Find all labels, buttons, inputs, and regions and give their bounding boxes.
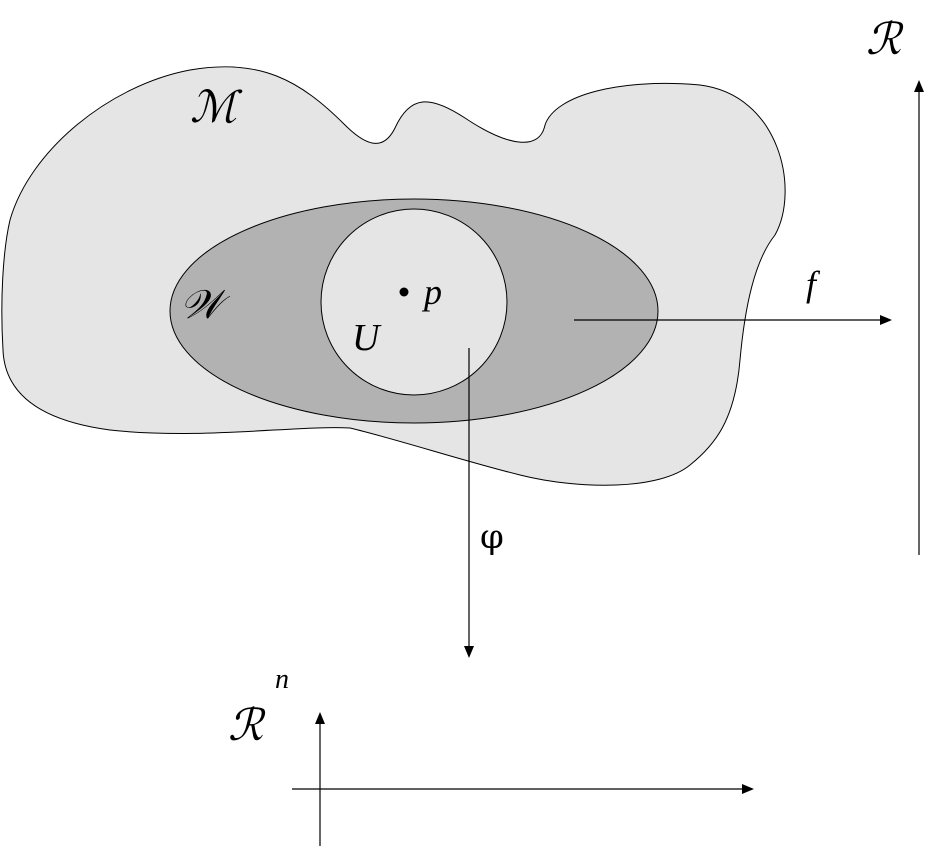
- map-phi-label: φ: [480, 517, 504, 557]
- point-p-dot: [399, 287, 409, 297]
- map-f-label: f: [806, 264, 821, 304]
- chart-domain-region: [320, 208, 508, 396]
- reals-n-label: ℛ: [228, 700, 266, 751]
- reals-label: ℛ: [866, 14, 904, 65]
- manifold-label: ℳ: [190, 82, 243, 133]
- chart-domain-label: U: [352, 317, 382, 359]
- point-label: p: [421, 272, 442, 312]
- reals-n-exponent: n: [275, 664, 289, 695]
